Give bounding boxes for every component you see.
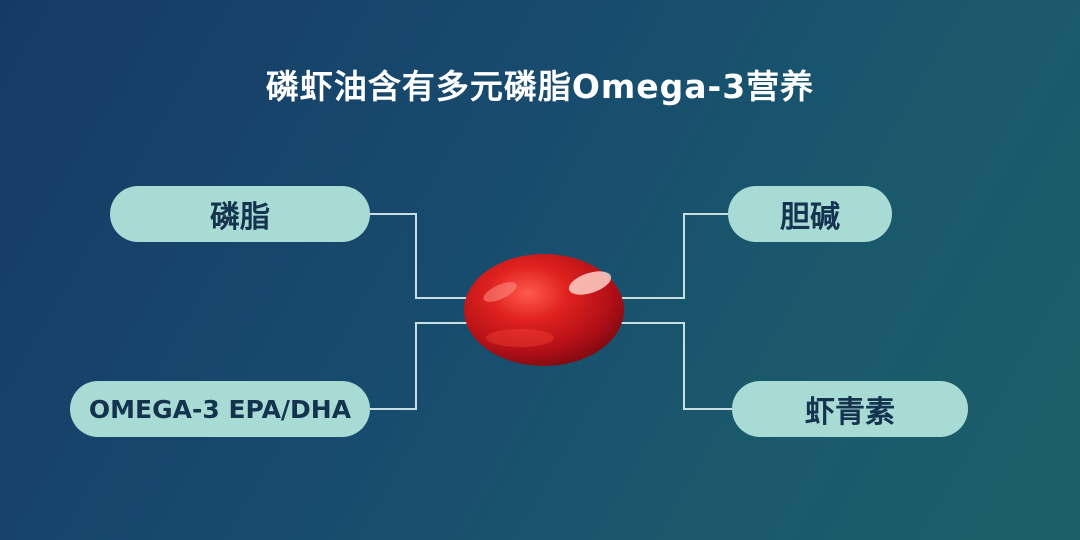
connector-bottom-left xyxy=(370,322,470,410)
node-omega3-label: OMEGA-3 EPA/DHA xyxy=(88,394,352,424)
node-choline-label: 胆碱 xyxy=(780,200,840,235)
connector-bottom-right xyxy=(618,322,732,410)
node-choline: 胆碱 xyxy=(728,186,892,242)
node-astaxanthin: 虾青素 xyxy=(732,381,968,437)
node-phospholipid-label: 磷脂 xyxy=(210,200,270,235)
node-astaxanthin-label: 虾青素 xyxy=(805,395,895,430)
diagram-title: 磷虾油含有多元磷脂Omega-3营养 xyxy=(265,67,815,106)
connector-top-right xyxy=(618,213,728,299)
node-omega3: OMEGA-3 EPA/DHA xyxy=(70,381,370,437)
krill-oil-capsule-icon xyxy=(464,254,624,366)
connector-top-left xyxy=(370,213,470,299)
node-phospholipid: 磷脂 xyxy=(110,186,370,242)
